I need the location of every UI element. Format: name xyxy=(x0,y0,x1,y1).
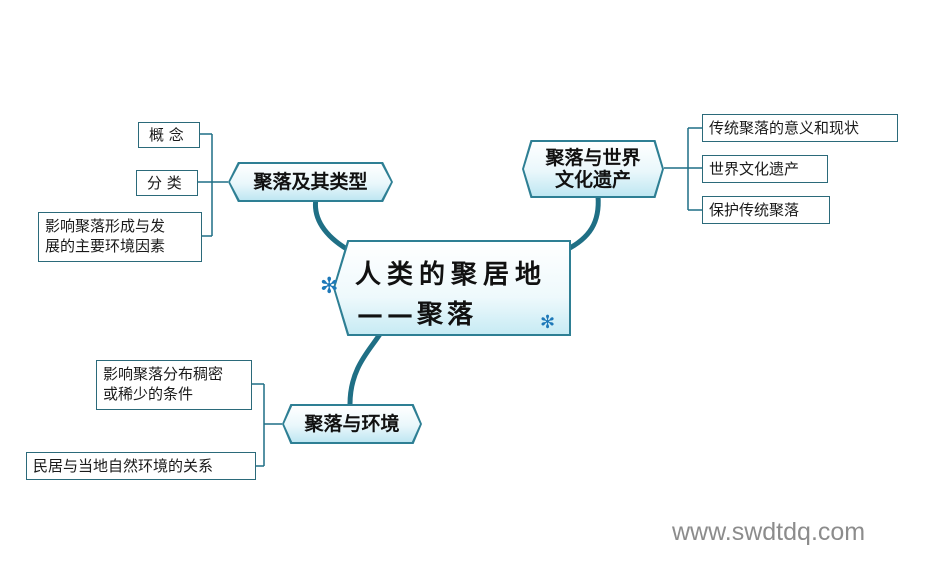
flower-icon-small: ✻ xyxy=(540,312,556,333)
leaf-formation-factors[interactable]: 影响聚落形成与发 展的主要环境因素 xyxy=(38,212,202,262)
center-node[interactable]: 人类的聚居地 ——聚落 xyxy=(333,240,571,336)
leaf-protect-settlements[interactable]: 保护传统聚落 xyxy=(702,196,830,224)
leaf-distribution-conditions-line2: 或稀少的条件 xyxy=(103,385,194,403)
leaf-classification[interactable]: 分 类 xyxy=(136,170,198,196)
link-center-top-right xyxy=(563,193,601,253)
node-settlement-types-label: 聚落及其类型 xyxy=(230,164,391,200)
center-title-line1: 人类的聚居地 xyxy=(355,260,548,290)
leaf-distribution-conditions[interactable]: 影响聚落分布稠密 或稀少的条件 xyxy=(96,360,252,410)
leaf-dwelling-environment[interactable]: 民居与当地自然环境的关系 xyxy=(26,452,256,480)
flower-icon: ✻ xyxy=(320,274,339,299)
link-center-bottom xyxy=(347,331,383,407)
node-settlement-environment-label: 聚落与环境 xyxy=(284,406,420,442)
watermark-text: www.swdtdq.com xyxy=(672,518,866,546)
center-title-line2: ——聚落 xyxy=(357,300,478,330)
bracket-bottom xyxy=(252,383,282,467)
leaf-distribution-conditions-line1: 影响聚落分布稠密 xyxy=(103,365,224,383)
leaf-concept[interactable]: 概 念 xyxy=(138,122,200,148)
node-world-heritage-line2: 文化遗产 xyxy=(554,169,631,191)
leaf-formation-factors-line1: 影响聚落形成与发 xyxy=(45,217,166,235)
bracket-top-left xyxy=(198,133,228,237)
leaf-traditional-meaning[interactable]: 传统聚落的意义和现状 xyxy=(702,114,898,142)
leaf-world-heritage[interactable]: 世界文化遗产 xyxy=(702,155,828,183)
node-settlement-environment[interactable]: 聚落与环境 xyxy=(282,404,422,444)
node-world-heritage-line1: 聚落与世界 xyxy=(545,147,641,169)
node-world-heritage[interactable]: 聚落与世界 文化遗产 xyxy=(522,140,664,198)
bracket-top-right xyxy=(664,127,702,211)
node-settlement-types[interactable]: 聚落及其类型 xyxy=(228,162,393,202)
leaf-formation-factors-line2: 展的主要环境因素 xyxy=(45,237,166,255)
